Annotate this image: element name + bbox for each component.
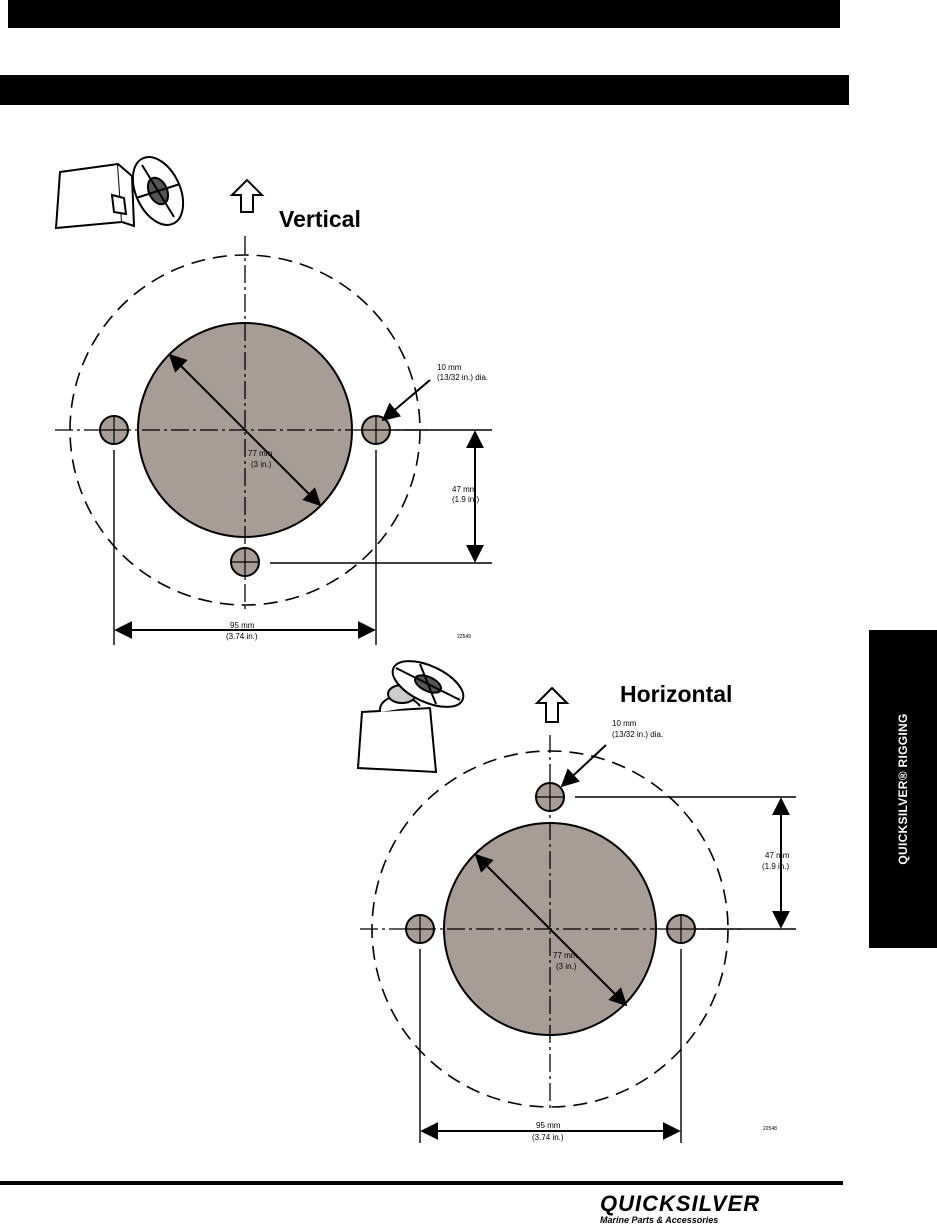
vertical-offset-label: 47 mm bbox=[452, 485, 477, 494]
vertical-figure-id: 22549 bbox=[457, 634, 471, 640]
header-bar bbox=[8, 0, 840, 28]
vertical-template: Vertical 77 mm (3 in.) 10 mm (13/32 in.) bbox=[54, 156, 492, 645]
horizontal-hole-label: 10 mm bbox=[612, 719, 637, 728]
horizontal-heading: Horizontal bbox=[620, 681, 732, 707]
vertical-helm-icon bbox=[54, 156, 185, 230]
vertical-hole-label: 10 mm bbox=[437, 363, 462, 372]
horizontal-up-arrow-icon bbox=[534, 686, 570, 723]
horizontal-offset-label-inches: (1.9 in.) bbox=[762, 862, 789, 871]
vertical-width-label: 95 mm bbox=[230, 621, 255, 630]
horizontal-template: Horizontal 77 mm (3 in.) 10 mm (13/32 in bbox=[356, 660, 796, 1143]
vertical-up-arrow-icon bbox=[229, 178, 265, 213]
section-header-bar bbox=[0, 75, 849, 105]
vertical-heading: Vertical bbox=[279, 206, 361, 232]
horizontal-figure-id: 22548 bbox=[763, 1126, 777, 1132]
horizontal-diameter-label: 77 mm bbox=[553, 951, 578, 960]
horizontal-width-label-inches: (3.74 in.) bbox=[532, 1133, 564, 1142]
horizontal-helm-icon bbox=[356, 660, 465, 774]
side-tab-label: QUICKSILVER® RIGGING bbox=[896, 713, 910, 865]
horizontal-hole-label-inches: (13/32 in.) dia. bbox=[612, 730, 663, 739]
vertical-offset-label-inches: (1.9 in.) bbox=[452, 495, 479, 504]
side-tab: QUICKSILVER® RIGGING bbox=[869, 630, 937, 948]
horizontal-diameter-label-inches: (3 in.) bbox=[556, 962, 577, 971]
footer-rule bbox=[0, 1181, 843, 1185]
horizontal-offset-label: 47 mm bbox=[765, 851, 790, 860]
vertical-width-label-inches: (3.74 in.) bbox=[226, 632, 258, 641]
quicksilver-logo: QUICKSILVER Marine Parts & Accessories bbox=[600, 1193, 770, 1228]
logo-brand: QUICKSILVER bbox=[600, 1191, 761, 1216]
logo-tagline: Marine Parts & Accessories bbox=[600, 1215, 719, 1225]
vertical-diameter-label-inches: (3 in.) bbox=[251, 460, 272, 469]
horizontal-width-label: 95 mm bbox=[536, 1121, 561, 1130]
vertical-diameter-label: 77 mm bbox=[248, 449, 273, 458]
vertical-hole-label-inches: (13/32 in.) dia. bbox=[437, 373, 488, 382]
